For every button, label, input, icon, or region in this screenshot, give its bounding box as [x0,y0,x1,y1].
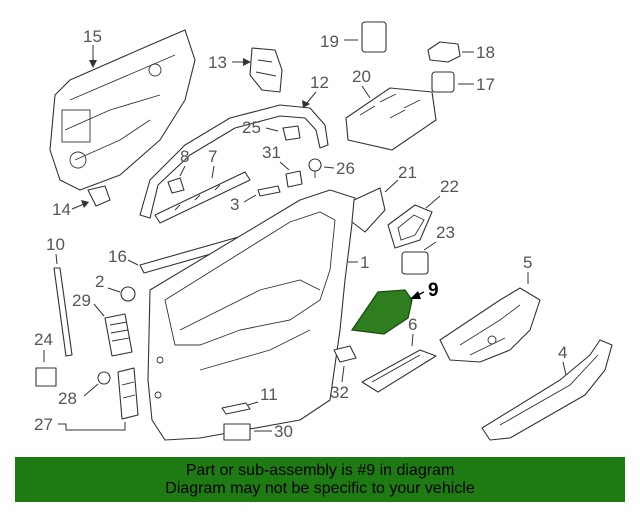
part-7-trim-strip [154,171,251,224]
svg-text:1: 1 [360,253,369,272]
part-15-inner-panel [49,29,196,191]
part-9-highlighted [350,289,413,335]
callout-3: 3 [230,194,257,214]
callout-18: 18 [462,43,495,62]
svg-text:11: 11 [260,385,278,404]
part-19-switch [361,21,387,53]
svg-text:4: 4 [558,343,567,362]
callout-31: 31 [262,143,290,171]
svg-text:23: 23 [436,223,455,242]
part-21-bezel [351,187,386,233]
callout-5: 5 [523,253,532,284]
callout-32: 32 [330,365,349,402]
part-25-clip [282,125,301,141]
part-24-switch [35,367,57,387]
part-22-handle-cover [387,204,433,249]
callout-17: 17 [458,75,495,94]
callout-9: 9 [410,280,439,301]
callout-4: 4 [558,343,567,376]
callout-30: 30 [254,422,293,441]
callout-11: 11 [247,385,278,406]
svg-text:24: 24 [34,330,53,349]
svg-text:17: 17 [476,75,495,94]
svg-text:32: 32 [330,383,349,402]
svg-text:2: 2 [95,272,104,291]
svg-text:19: 19 [320,32,339,51]
callout-16: 16 [108,247,139,266]
parts-diagram: 15 13 14 12 10 16 [34,21,613,441]
callout-19: 19 [320,32,358,51]
svg-text:7: 7 [208,147,217,166]
part-14-clip [87,185,111,207]
part-3-screw [257,185,281,197]
part-13-bracket [249,47,283,93]
part-2-clip [120,286,136,302]
callout-22: 22 [425,177,459,209]
callout-6: 6 [408,315,417,347]
part-6-pocket [361,349,437,393]
part-27-bezel [117,367,139,420]
callout-26: 26 [323,159,355,178]
svg-text:13: 13 [208,53,227,72]
info-banner: Part or sub-assembly is #9 in diagram Di… [15,457,625,502]
part-30-switch [223,423,251,441]
part-29-grille [104,313,133,357]
svg-text:25: 25 [242,118,261,137]
part-18-bezel [427,41,461,63]
svg-text:12: 12 [310,73,329,92]
callout-25: 25 [242,118,279,137]
callout-27: 27 [34,415,126,434]
part-28-clip [97,371,111,385]
part-8-clip [167,177,185,194]
svg-text:20: 20 [352,67,371,86]
part-20-switch-assembly [345,87,437,151]
callout-8: 8 [179,147,189,177]
part-17-switch [431,71,455,93]
svg-text:29: 29 [72,291,91,310]
svg-text:18: 18 [476,43,495,62]
callout-23: 23 [423,223,455,251]
svg-text:6: 6 [408,315,417,334]
callout-29: 29 [72,291,105,317]
part-1-door-trim-panel [147,189,356,441]
svg-text:26: 26 [336,159,355,178]
part-5-bracket [439,287,541,363]
svg-text:3: 3 [230,195,239,214]
part-12-frame-trim [139,104,329,219]
banner-line-1: Part or sub-assembly is #9 in diagram [185,462,455,479]
svg-text:31: 31 [262,143,281,162]
part-32-clip [333,345,357,363]
callout-1: 1 [348,253,369,272]
svg-text:8: 8 [180,147,189,166]
callout-28: 28 [58,383,99,408]
svg-text:5: 5 [523,253,532,272]
part-10-weatherstrip [53,267,73,357]
svg-text:27: 27 [34,415,53,434]
callout-13: 13 [208,53,251,72]
svg-text:30: 30 [274,422,293,441]
svg-text:10: 10 [46,235,65,254]
part-4-armrest [481,339,613,441]
svg-text:16: 16 [108,247,127,266]
svg-text:28: 28 [58,389,77,408]
callout-10: 10 [46,235,65,265]
svg-text:9: 9 [428,280,439,301]
banner-line-2: Diagram may not be specific to your vehi… [165,480,475,497]
callout-14: 14 [52,200,89,219]
callout-20: 20 [352,67,371,99]
svg-text:15: 15 [83,27,102,46]
svg-text:21: 21 [398,163,417,182]
callout-7: 7 [208,147,217,179]
part-11-clip [221,402,251,415]
part-26-push-pin [308,158,322,178]
callout-24: 24 [34,330,53,362]
callout-2: 2 [95,272,121,293]
svg-text:14: 14 [52,200,71,219]
callout-21: 21 [384,163,417,193]
svg-text:22: 22 [440,177,459,196]
callout-15: 15 [83,27,102,68]
part-23-switch [401,251,429,275]
callout-12: 12 [302,73,329,108]
part-31-clip [285,170,303,188]
